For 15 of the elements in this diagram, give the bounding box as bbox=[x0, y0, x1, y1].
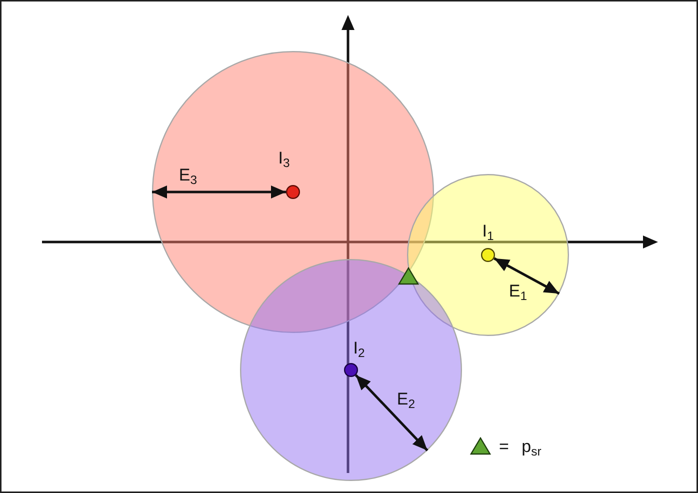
edge-label: E$_{3}$ bbox=[178, 166, 198, 184]
point-label: I$_{2}$ bbox=[353, 340, 365, 356]
center-point bbox=[286, 185, 300, 199]
circle-region bbox=[240, 259, 462, 481]
double-arrow bbox=[152, 186, 286, 198]
edge-label: E$_{1}$ bbox=[508, 282, 528, 300]
point-label: I$_{3}$ bbox=[278, 150, 290, 166]
circle-region bbox=[407, 174, 569, 336]
point-label: I$_{1}$ bbox=[482, 222, 494, 240]
center-point bbox=[481, 248, 495, 262]
center-point bbox=[344, 363, 358, 377]
legend-text: = p$_{sr}$ bbox=[499, 438, 542, 454]
edge-label: E$_{2}$ bbox=[396, 390, 416, 408]
double-arrow bbox=[354, 374, 428, 452]
double-arrow bbox=[494, 257, 560, 295]
